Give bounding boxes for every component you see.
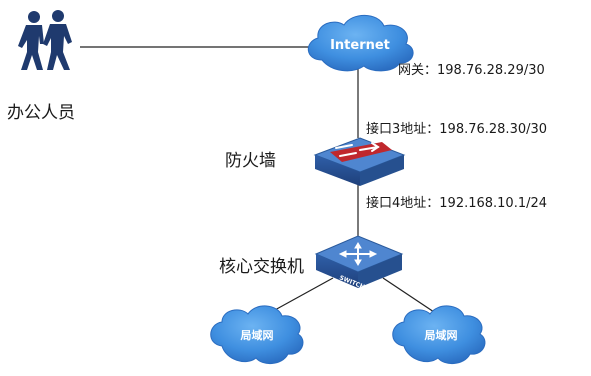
firewall-label: 防火墙	[225, 151, 276, 171]
port4-label: 接口4地址：192.168.10.1/24	[366, 195, 547, 211]
lan-left-cloud-icon: 局域网	[210, 305, 304, 364]
link-switch-lan-right	[382, 277, 441, 317]
firewall-icon	[313, 137, 406, 186]
gateway-label: 网关：198.76.28.29/30	[398, 63, 545, 78]
users-label: 办公人员	[7, 103, 75, 123]
lan-right-label: 局域网	[424, 328, 458, 342]
lan-right-cloud-icon: 局域网	[392, 305, 486, 364]
port3-label: 接口3地址：198.76.28.30/30	[366, 121, 547, 137]
lan-left-label: 局域网	[240, 328, 274, 342]
internet-cloud-icon: Internet	[307, 14, 414, 72]
internet-label: Internet	[330, 38, 390, 53]
office-users-icon	[18, 10, 72, 70]
core-switch-label: 核心交换机	[219, 257, 304, 277]
